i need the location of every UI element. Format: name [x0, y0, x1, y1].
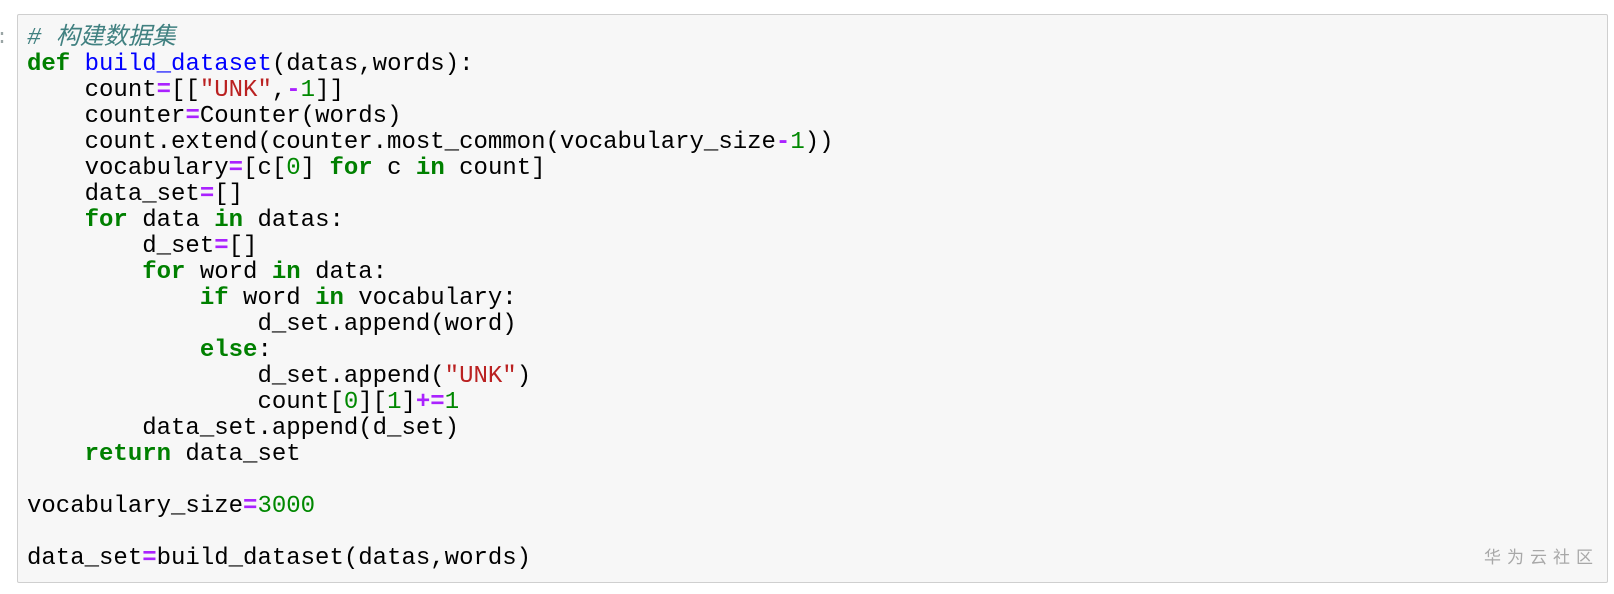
code-token: d_set	[27, 233, 215, 260]
code-token: -	[775, 129, 791, 156]
code-line: if word in vocabulary:	[27, 286, 1603, 312]
code-token	[27, 337, 200, 364]
watermark-huawei-cloud: 华为云社区	[1484, 548, 1599, 567]
code-token: word	[228, 285, 316, 312]
code-line: def build_dataset(datas,words):	[27, 52, 1603, 78]
code-token: datas:	[243, 207, 344, 234]
code-line: count.extend(counter.most_common(vocabul…	[27, 130, 1603, 156]
code-token: 0	[286, 155, 301, 182]
code-token: ][	[358, 389, 388, 416]
code-line: vocabulary_size=3000	[27, 494, 1603, 520]
code-token: =	[142, 545, 157, 572]
code-token: vocabulary_size	[27, 493, 244, 520]
code-line	[27, 468, 1603, 494]
code-token: count]	[444, 155, 546, 182]
code-token: count[	[27, 389, 344, 416]
code-token: :	[257, 337, 272, 364]
code-token: data_set	[27, 181, 200, 208]
code-token: ,	[271, 77, 287, 104]
code-token: return	[84, 441, 172, 468]
code-token: +=	[415, 389, 445, 416]
code-token: in	[214, 207, 244, 234]
code-token: ]]	[315, 77, 344, 104]
code-line: counter=Counter(words)	[27, 104, 1603, 130]
code-line: data_set.append(d_set)	[27, 416, 1603, 442]
code-line: vocabulary=[c[0] for c in count]	[27, 156, 1603, 182]
code-token: "UNK"	[199, 77, 272, 104]
code-token: 1	[444, 389, 460, 416]
code-token	[27, 259, 142, 286]
code-token: else	[199, 337, 258, 364]
code-token: []	[214, 181, 244, 208]
code-token: data	[127, 207, 215, 234]
code-token: =	[185, 103, 200, 130]
code-line: d_set.append(word)	[27, 312, 1603, 338]
code-token: counter	[27, 103, 186, 130]
code-token: data_set	[171, 441, 301, 468]
code-token: in	[415, 155, 445, 182]
code-token: "UNK"	[444, 363, 517, 390]
code-token: =	[228, 155, 244, 182]
code-token: # 构建数据集	[27, 25, 176, 52]
code-token: word	[185, 259, 272, 286]
code-token: =	[243, 493, 258, 520]
code-token: for	[142, 259, 186, 286]
code-line: count[0][1]+=1	[27, 390, 1603, 416]
code-token: c	[372, 155, 416, 182]
code-token: vocabulary	[27, 155, 229, 182]
code-line: d_set=[]	[27, 234, 1603, 260]
code-line: d_set.append("UNK")	[27, 364, 1603, 390]
code-token	[27, 285, 200, 312]
code-line: else:	[27, 338, 1603, 364]
code-line: data_set=build_dataset(datas,words)	[27, 546, 1603, 572]
code-token: build_dataset(datas,words)	[156, 545, 532, 572]
code-token: ]	[300, 155, 330, 182]
code-token: count	[27, 77, 157, 104]
code-line: count=[["UNK",-1]]	[27, 78, 1603, 104]
code-line: return data_set	[27, 442, 1603, 468]
code-token: if	[199, 285, 229, 312]
code-token: ))	[804, 129, 834, 156]
code-token: d_set.append(	[27, 363, 445, 390]
code-token: build_dataset	[84, 51, 272, 78]
code-line: for word in data:	[27, 260, 1603, 286]
code-line: # 构建数据集	[27, 26, 1603, 52]
code-line: for data in datas:	[27, 208, 1603, 234]
code-token: =	[199, 181, 215, 208]
code-token: data_set	[27, 545, 143, 572]
code-token: for	[329, 155, 373, 182]
code-token: 1	[387, 389, 402, 416]
code-token: [[	[171, 77, 200, 104]
code-token: )	[516, 363, 532, 390]
code-token: d_set.append(word)	[27, 311, 517, 338]
code-token: in	[271, 259, 301, 286]
code-token: [c[	[243, 155, 287, 182]
code-token: data:	[300, 259, 388, 286]
code-token: count.extend(counter.most_common(vocabul…	[27, 129, 776, 156]
code-token: =	[214, 233, 229, 260]
code-token: in	[315, 285, 344, 312]
code-token: data_set.append(d_set)	[27, 415, 460, 442]
code-token: 1	[790, 129, 805, 156]
code-token: Counter(words)	[199, 103, 402, 130]
code-token: 0	[343, 389, 359, 416]
code-token: for	[84, 207, 128, 234]
code-token: =	[156, 77, 172, 104]
code-token: -	[286, 77, 301, 104]
code-token: ]	[401, 389, 416, 416]
code-token	[27, 441, 85, 468]
code-line	[27, 520, 1603, 546]
code-token	[70, 51, 84, 78]
prompt-fragment: :	[0, 27, 8, 50]
code-token: def	[27, 51, 71, 78]
code-token: 1	[300, 77, 316, 104]
code-token: []	[228, 233, 258, 260]
code-token: (datas,words):	[271, 51, 474, 78]
code-token: vocabulary:	[343, 285, 517, 312]
code-token: 3000	[257, 493, 316, 520]
code-line: data_set=[]	[27, 182, 1603, 208]
code-token	[27, 207, 85, 234]
